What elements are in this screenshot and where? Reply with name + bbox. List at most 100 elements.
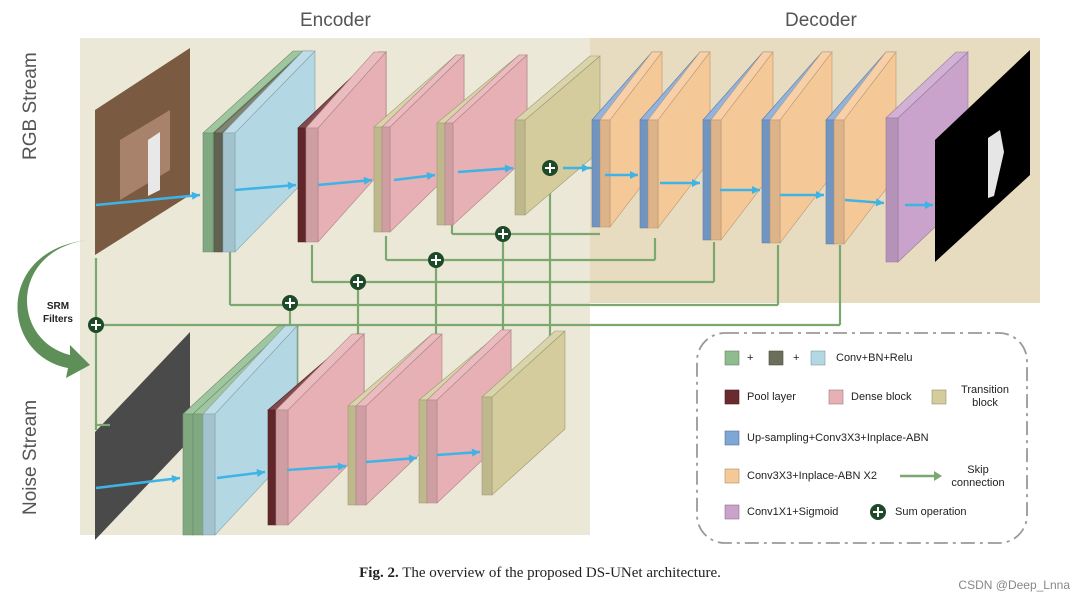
flow-arrowhead-noise-13 [256,469,265,477]
decoder-upsample-3-face [702,119,712,241]
legend-conv-label: Conv+BN+Relu [836,352,913,364]
legend-skip-label: Skip connection [951,464,1005,489]
rgb-pool-face [297,127,307,243]
legend-pool-label: Pool layer [747,391,796,403]
watermark: CSDN @Deep_Lnna [958,578,1070,592]
legend-swatch-dense [828,389,844,405]
noise-dense-1-face [275,409,289,526]
encoder-header: Encoder [300,10,371,31]
legend-swatch-pool [724,389,740,405]
decoder-upsample-5-face [825,119,835,245]
rgb-dense-3 [444,54,528,226]
decoder-conv3-2-face [647,119,659,229]
flow-arrowhead-rgb-1 [287,181,296,190]
rgb-conv-green-face [202,132,214,253]
decoder-conv3-5-face [833,119,845,245]
decoder-conv3-3 [710,51,774,241]
noise-transition-3 [481,330,566,496]
flow-arrowhead-dec-7 [692,179,700,187]
flow-arrowhead-rgb-0 [191,191,200,200]
flow-arrowhead-rgb-2 [363,176,372,185]
output-mask-shape [988,130,1004,198]
rgb-transition-1-face [373,126,383,233]
noise-dense-3-face [426,399,438,504]
flow-arrowhead-dec-10 [875,198,884,207]
noise-transition-3-face [481,396,493,496]
legend-dense-label: Dense block [851,391,912,403]
legend-upsampling-label: Up-sampling+Conv3X3+Inplace-ABN [747,432,929,444]
flow-arrowhead-noise-16 [471,448,480,457]
flow-arrow-noise-12 [95,476,181,490]
caption-text: The overview of the proposed DS-UNet arc… [402,565,721,581]
decoder-upsample-4-face [761,119,771,244]
flow-arrow-rgb-1 [234,183,297,192]
noise-stream-label: Noise Stream [20,399,41,515]
legend-plus-2: + [793,352,800,364]
output-mask [935,50,1030,262]
legend-swatch-conv-blue [810,350,826,366]
noise-conv-blue-face [202,413,216,536]
flow-arrowhead-noise-15 [408,454,417,463]
rgb-dense-2-face [381,126,391,233]
flow-arrowhead-dec-9 [816,191,824,199]
flow-arrowhead-noise-12 [171,474,180,483]
decoder-conv3-4-face [769,119,781,244]
rgb-stream-label: RGB Stream [20,52,41,160]
caption-fig-number: Fig. 2. [359,565,399,581]
rgb-transition-3 [514,55,601,216]
noise-transition-2-face [418,399,428,504]
noise-dense-1 [275,333,365,526]
rgb-image-figure [148,132,160,196]
flow-arrowhead-dec-11 [925,201,933,209]
decoder-header: Decoder [785,10,857,31]
rgb-conv-blue-face [222,132,236,253]
rgb-dense-3-face [444,122,454,226]
flow-arrow-noise-14 [286,464,347,472]
flow-arrow-noise-15 [365,456,418,464]
decoder-conv3-5 [833,51,897,245]
flow-arrowhead-dec-8 [752,186,760,194]
noise-input-image [95,332,190,540]
flow-arrowhead-noise-14 [337,462,346,471]
legend-swatch-transition [931,389,947,405]
decoder-conv3-1 [599,51,663,228]
legend-transition-label: Transition block [961,384,1009,409]
noise-conv-blue [202,325,298,536]
srm-filters-label: SRM Filters [42,301,73,325]
legend-swatch-conv-green [724,350,740,366]
flow-arrowhead-rgb-5 [582,164,590,172]
noise-conv-green-face [182,413,194,536]
flow-arrow-rgb-4 [457,166,514,174]
legend-plus-1: + [747,352,754,364]
srm-curved-arrow [17,240,90,378]
legend-swatch-conv-dark [768,350,784,366]
flow-arrowhead-rgb-4 [504,164,513,173]
figure-caption: Fig. 2. The overview of the proposed DS-… [0,565,1080,582]
legend-sum-label: Sum operation [895,506,967,518]
noise-conv-green-2-face [192,413,204,536]
decoder-conv3-1-face [599,119,611,228]
flow-arrow-rgb-2 [317,178,373,187]
flow-arrow-rgb-0 [95,193,201,207]
noise-pool-face [267,409,277,526]
legend-conv1-label: Conv1X1+Sigmoid [747,506,839,518]
legend-conv3-label: Conv3X3+Inplace-ABN X2 [747,470,877,482]
rgb-transition-2-face [436,122,446,226]
decoder-upsample-1-face [591,119,601,228]
flow-arrowhead-dec-6 [630,171,638,179]
rgb-conv-blue [222,50,316,253]
decoder-conv1-sigmoid-face [885,117,899,263]
decoder-conv3-3-face [710,119,722,241]
rgb-transition-3-face [514,119,526,216]
rgb-conv-dark-face [213,132,223,253]
noise-dense-2-face [355,405,367,506]
legend-skip-arrowhead [934,471,942,481]
legend-box [696,332,1028,544]
flow-arrowhead-rgb-3 [426,171,435,180]
rgb-dense-1-face [305,127,319,243]
decoder-upsample-2-face [639,119,649,229]
noise-transition-1-face [347,405,357,506]
noise-dense-3 [426,329,512,504]
